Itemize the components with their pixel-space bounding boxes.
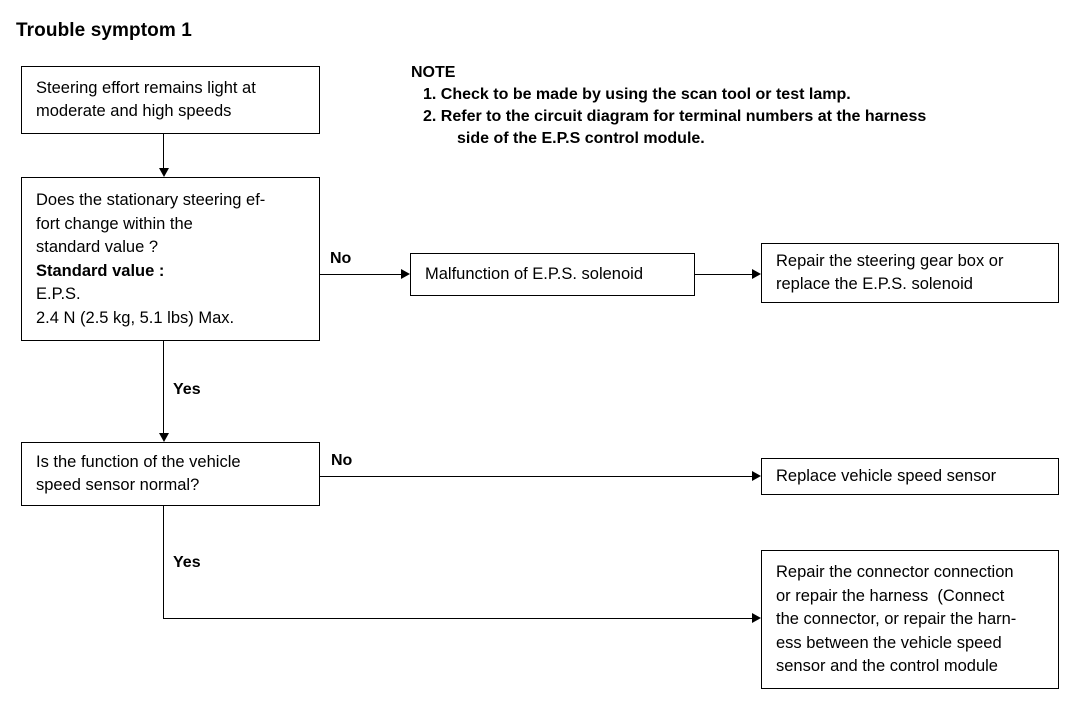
edge-label-no-1: No (330, 250, 352, 267)
connector-decision2-yes-vertical (163, 506, 164, 619)
note-item-2-number: 2. (423, 108, 437, 125)
arrowhead-symptom-to-decision1 (158, 168, 169, 177)
note-item-2-text: Refer to the circuit diagram for termina… (440, 108, 927, 125)
note-item-2: 2. Refer to the circuit diagram for term… (423, 106, 926, 150)
decision-1-line-1: Does the stationary steering ef- (36, 191, 266, 209)
action-repair-harness-line-4: ess between the vehicle speed (776, 633, 1002, 652)
action-gearbox-box: Repair the steering gear box or replace … (761, 243, 1059, 303)
symptom-box-line-1: Steering effort remains light at (36, 78, 256, 97)
arrowhead-decision2-yes (752, 613, 761, 624)
connector-decision2-yes-horizontal (163, 618, 754, 619)
decision-1-line-3: standard value ? (36, 238, 159, 256)
arrowhead-solenoid-to-gearbox (752, 269, 761, 280)
action-gearbox-line-2: replace the E.P.S. solenoid (776, 275, 973, 293)
note-block: NOTE 1. Check to be made by using the sc… (411, 62, 926, 150)
connector-symptom-to-decision1 (163, 134, 164, 168)
action-replace-sensor-box: Replace vehicle speed sensor (761, 458, 1059, 495)
action-gearbox-line-1: Repair the steering gear box or (776, 251, 1004, 270)
action-repair-harness-line-3: the connector, or repair the harn- (776, 610, 1017, 628)
decision-1-line-5: E.P.S. (36, 285, 81, 303)
action-repair-harness-line-2: or repair the harness (Connect (776, 586, 1005, 605)
cause-solenoid-box: Malfunction of E.P.S. solenoid (410, 253, 695, 296)
edge-label-yes-1: Yes (173, 381, 201, 398)
symptom-box-line-2: moderate and high speeds (36, 102, 232, 120)
decision-2-line-1: Is the function of the vehicle (36, 452, 241, 471)
decision-1-box: Does the stationary steering ef- fort ch… (21, 177, 320, 341)
action-repair-harness-box: Repair the connector connection or repai… (761, 550, 1059, 689)
page-title: Trouble symptom 1 (16, 20, 192, 41)
edge-label-yes-2: Yes (173, 554, 201, 571)
action-repair-harness-line-5: sensor and the control module (776, 657, 998, 675)
note-item-1-text: Check to be made by using the scan tool … (440, 86, 851, 103)
decision-2-line-2: speed sensor normal? (36, 476, 200, 494)
connector-decision1-no (320, 274, 403, 275)
connector-solenoid-to-gearbox (695, 274, 754, 275)
arrowhead-decision1-no (401, 269, 410, 280)
connector-decision1-yes (163, 341, 164, 433)
note-heading: NOTE (411, 64, 456, 81)
note-item-1-number: 1. (423, 86, 437, 103)
symptom-box: Steering effort remains light at moderat… (21, 66, 320, 134)
arrowhead-decision1-yes (158, 433, 169, 442)
decision-1-line-4: Standard value : (36, 261, 165, 280)
note-item-2-continuation: side of the E.P.S control module. (457, 130, 705, 147)
decision-2-box: Is the function of the vehicle speed sen… (21, 442, 320, 506)
action-replace-sensor-line-1: Replace vehicle speed sensor (776, 466, 997, 485)
action-repair-harness-line-1: Repair the connector connection (776, 563, 1014, 581)
note-item-1: 1. Check to be made by using the scan to… (423, 84, 926, 106)
decision-1-line-2: fort change within the (36, 214, 193, 233)
decision-1-line-6: 2.4 N (2.5 kg, 5.1 lbs) Max. (36, 308, 235, 327)
connector-decision2-no (320, 476, 754, 477)
edge-label-no-2: No (331, 452, 353, 469)
arrowhead-decision2-no (752, 471, 761, 482)
cause-solenoid-line-1: Malfunction of E.P.S. solenoid (425, 264, 643, 283)
